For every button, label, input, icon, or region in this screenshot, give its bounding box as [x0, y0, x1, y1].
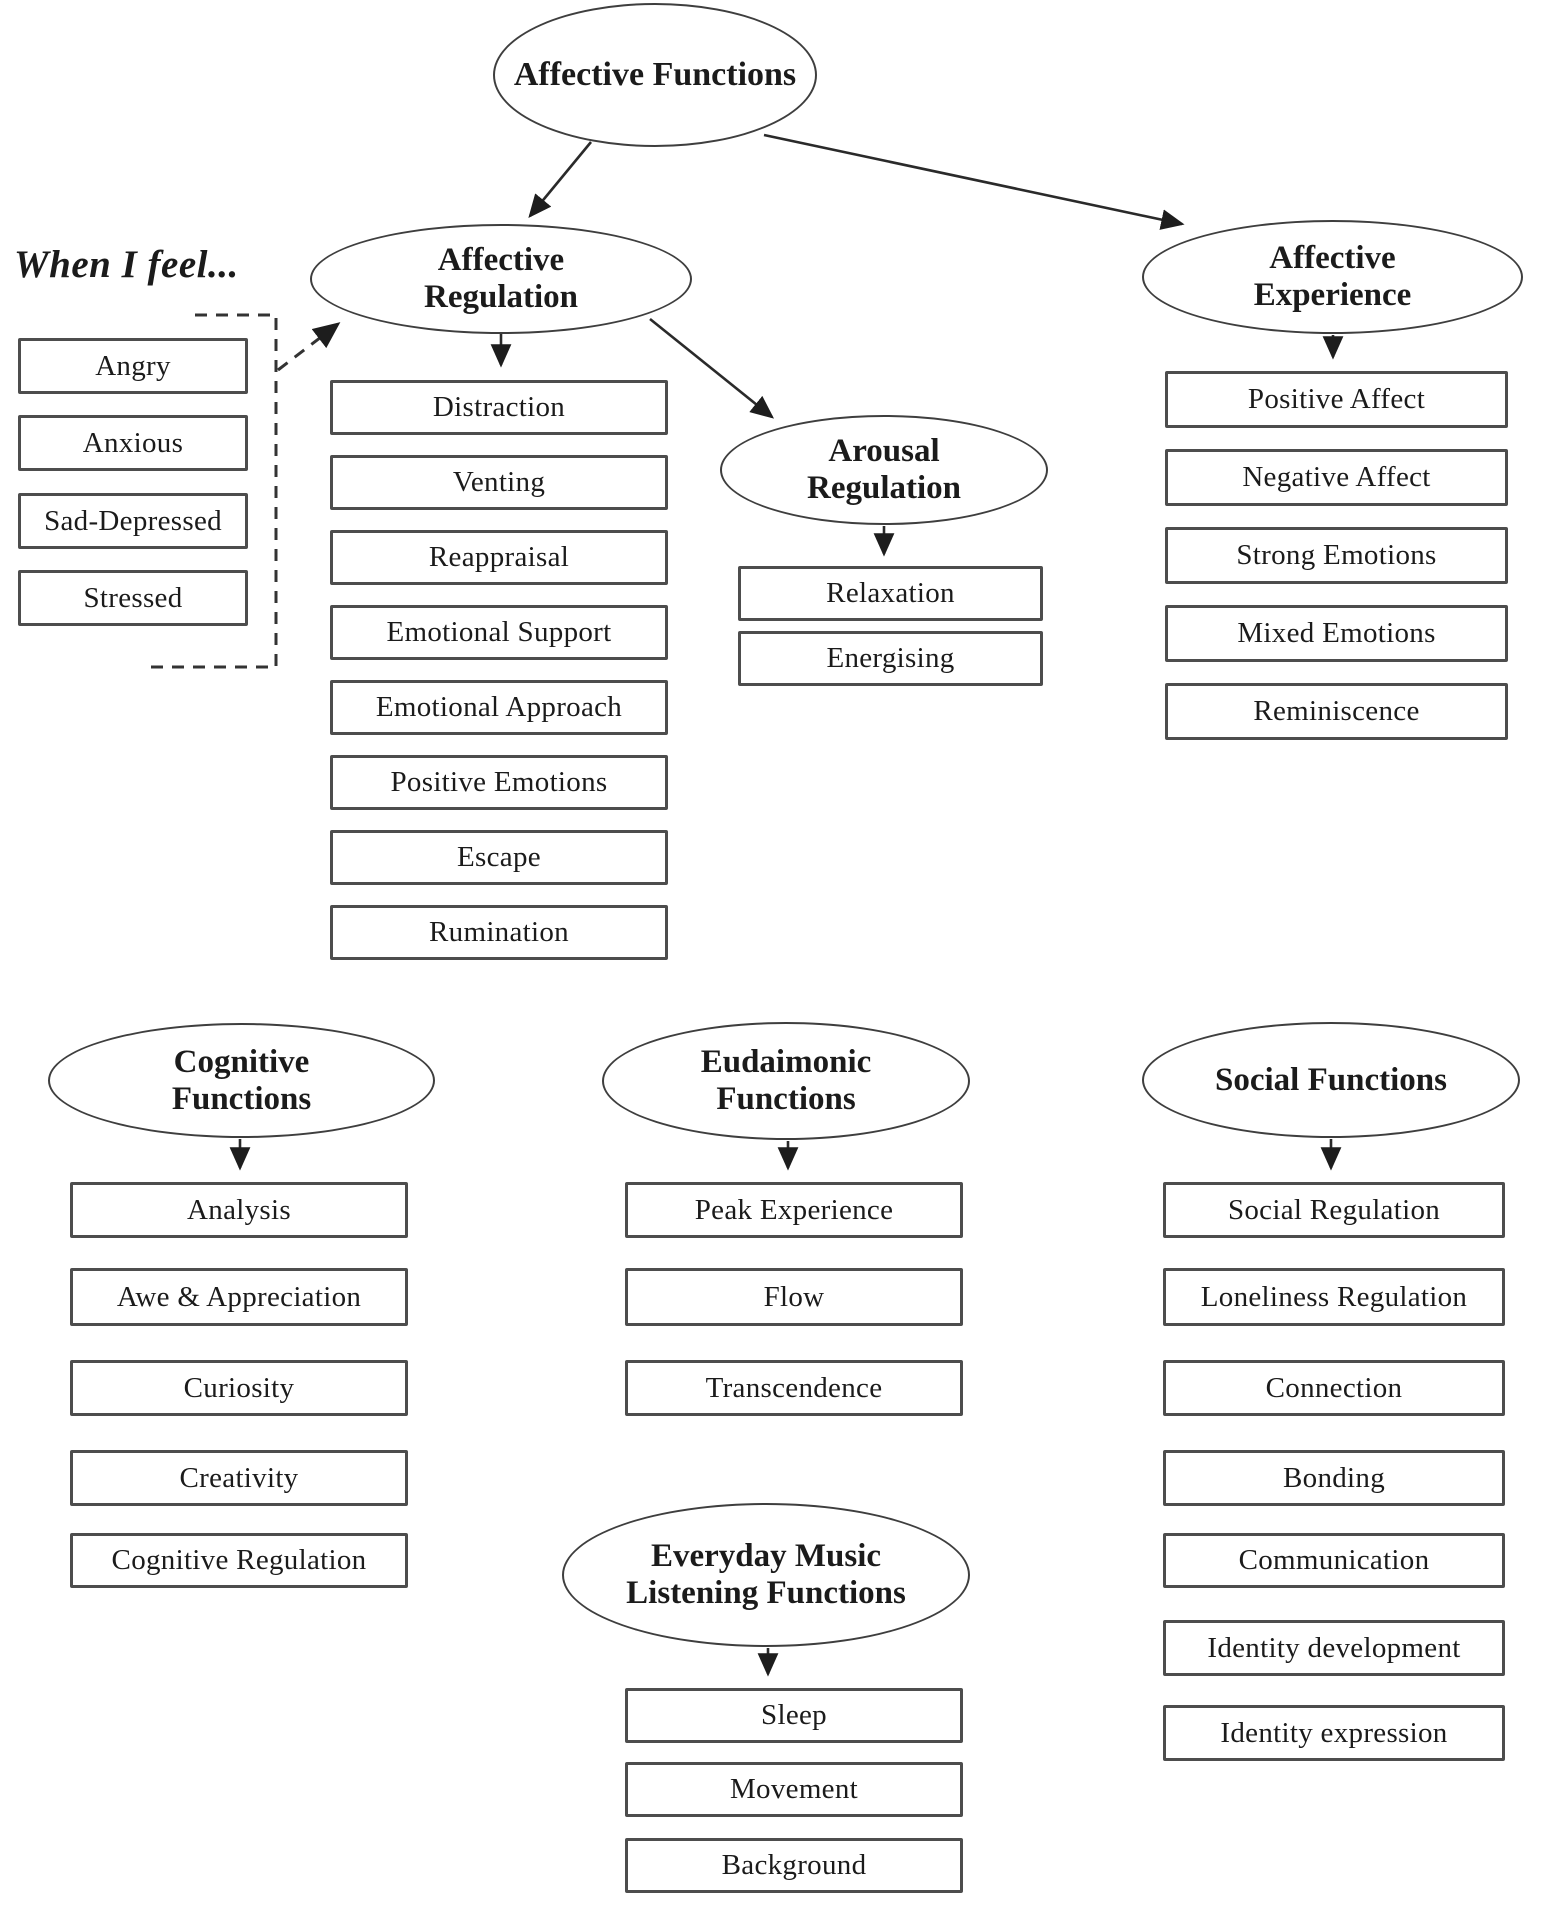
box-analysis: Analysis	[70, 1182, 408, 1238]
box-identity-expression: Identity expression	[1163, 1705, 1505, 1761]
node-label: Social Functions	[1215, 1061, 1447, 1098]
node-eudaimonic-functions: Eudaimonic Functions	[602, 1022, 970, 1140]
box-positive-affect: Positive Affect	[1165, 371, 1508, 428]
box-rumination: Rumination	[330, 905, 668, 960]
box-negative-affect: Negative Affect	[1165, 449, 1508, 506]
edge-afffunc-to-affreg	[528, 141, 593, 219]
node-arousal-regulation: Arousal Regulation	[720, 415, 1048, 525]
node-social-functions: Social Functions	[1142, 1022, 1520, 1138]
box-energising: Energising	[738, 631, 1043, 686]
box-communication: Communication	[1163, 1533, 1505, 1588]
box-reminiscence: Reminiscence	[1165, 683, 1508, 740]
box-peak-experience: Peak Experience	[625, 1182, 963, 1238]
node-label: Affective Functions	[513, 55, 797, 93]
box-flow: Flow	[625, 1268, 963, 1326]
edge-afffunc-to-affexp	[763, 133, 1185, 230]
box-transcendence: Transcendence	[625, 1360, 963, 1416]
box-mixed-emotions: Mixed Emotions	[1165, 605, 1508, 662]
box-connection: Connection	[1163, 1360, 1505, 1416]
edge-affreg-to-arousal	[649, 317, 775, 419]
box-stressed: Stressed	[18, 570, 248, 626]
box-relaxation: Relaxation	[738, 566, 1043, 621]
box-identity-development: Identity development	[1163, 1620, 1505, 1676]
node-affective-functions: Affective Functions	[493, 3, 817, 147]
node-label: Cognitive Functions	[171, 1043, 312, 1117]
node-label: Arousal Regulation	[806, 433, 961, 506]
box-bonding: Bonding	[1163, 1450, 1505, 1506]
box-angry: Angry	[18, 338, 248, 394]
box-positive-emotions: Positive Emotions	[330, 755, 668, 810]
box-emotional-approach: Emotional Approach	[330, 680, 668, 735]
box-anxious: Anxious	[18, 415, 248, 471]
box-strong-emotions: Strong Emotions	[1165, 527, 1508, 584]
box-curiosity: Curiosity	[70, 1360, 408, 1416]
node-cognitive-functions: Cognitive Functions	[48, 1023, 435, 1138]
box-emotional-support: Emotional Support	[330, 605, 668, 660]
box-distraction: Distraction	[330, 380, 668, 435]
node-label: Everyday Music Listening Functions	[626, 1538, 906, 1611]
feelings-dashed-arrow	[277, 322, 341, 372]
box-movement: Movement	[625, 1762, 963, 1817]
node-label: Affective Experience	[1253, 240, 1412, 313]
node-label: Affective Regulation	[423, 242, 578, 315]
box-awe-appreciation: Awe & Appreciation	[70, 1268, 408, 1326]
box-venting: Venting	[330, 455, 668, 510]
box-sad-depressed: Sad-Depressed	[18, 493, 248, 549]
node-label: Eudaimonic Functions	[700, 1044, 872, 1117]
box-background: Background	[625, 1838, 963, 1893]
box-loneliness-regulation: Loneliness Regulation	[1163, 1268, 1505, 1326]
box-reappraisal: Reappraisal	[330, 530, 668, 585]
box-creativity: Creativity	[70, 1450, 408, 1506]
box-sleep: Sleep	[625, 1688, 963, 1743]
box-escape: Escape	[330, 830, 668, 885]
feelings-dashed-bracket	[150, 313, 278, 669]
box-cognitive-regulation: Cognitive Regulation	[70, 1533, 408, 1588]
box-social-regulation: Social Regulation	[1163, 1182, 1505, 1238]
node-everyday-music-listening-functions: Everyday Music Listening Functions	[562, 1503, 970, 1647]
node-affective-regulation: Affective Regulation	[310, 224, 692, 334]
when-i-feel-note: When I feel...	[14, 243, 239, 286]
node-affective-experience: Affective Experience	[1142, 220, 1523, 334]
